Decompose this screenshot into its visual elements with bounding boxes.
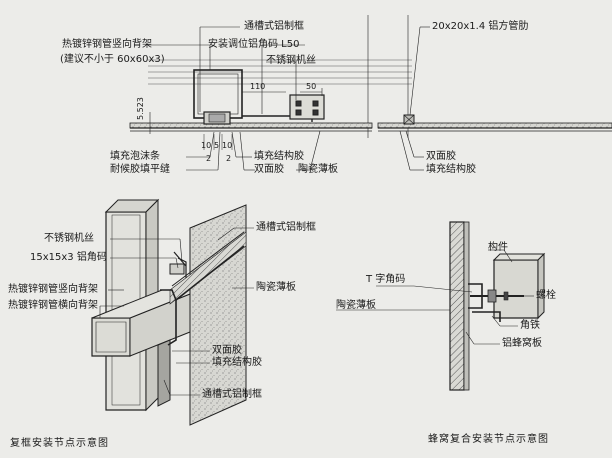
label-left-channel-frame-bottom: 通槽式铝制框 [202, 389, 262, 400]
label-honeycomb-panel: 铝蜂窝板 [502, 338, 542, 349]
label-left-angle-code: 15x15x3 铝角码 [30, 252, 107, 263]
top-section-detail [129, 15, 612, 171]
label-left-galv-horizontal: 热镀锌钢管横向背架 [8, 300, 98, 311]
label-weather-seal: 耐候胶填平缝 [110, 164, 170, 175]
label-t-code: T 字角码 [366, 274, 406, 285]
label-double-tape: 双面胶 [254, 164, 284, 175]
label-left-double-tape: 双面胶 [212, 345, 242, 356]
dim-10a: 10 [201, 141, 212, 150]
label-adjust-code: 安装调位铝角码 L50 [208, 39, 300, 50]
label-galv-vertical: 热镀锌钢管竖向背架 [62, 39, 152, 50]
angle-code-l50 [289, 94, 325, 120]
label-left-stainless-wire: 不锈钢机丝 [44, 233, 94, 244]
label-component: 构件 [488, 242, 508, 253]
dim-10b: 10 [222, 141, 233, 150]
label-channel-frame: 通槽式铝制框 [244, 21, 304, 32]
left-3d-detail [91, 198, 254, 426]
label-struct-glue-right: 填充结构胶 [426, 164, 476, 175]
galvanized-vertical-tube [193, 69, 243, 119]
dim-50: 50 [306, 82, 317, 91]
label-left-channel-frame: 通槽式铝制框 [256, 222, 316, 233]
label-left-struct-glue: 填充结构胶 [212, 357, 262, 368]
label-left-galv-vertical: 热镀锌钢管竖向背架 [8, 284, 98, 295]
caption-honeycomb-node: 蜂窝复合安装节点示意图 [428, 434, 549, 445]
label-double-tape-right: 双面胶 [426, 151, 456, 162]
label-stainless-wire: 不锈钢机丝 [266, 55, 316, 66]
caption-frame-node: 复框安装节点示意图 [10, 438, 109, 449]
label-bolt: 螺栓 [536, 290, 556, 301]
label-right-ceramic-panel: 陶瓷薄板 [336, 300, 376, 311]
dim-5523: 5.523 [136, 97, 145, 120]
ceramic-panel-3d [189, 204, 247, 426]
dim-2a: 2 [206, 154, 212, 163]
right-honeycomb-detail [336, 221, 546, 391]
label-ceramic-panel: 陶瓷薄板 [298, 164, 338, 175]
dim-2b: 2 [226, 154, 232, 163]
label-left-ceramic-panel: 陶瓷薄板 [256, 282, 296, 293]
label-square-rib: 20x20x1.4 铝方管肋 [432, 21, 529, 32]
label-size-advice: (建议不小于 60x60x3) [60, 54, 165, 65]
ceramic-panel-section [129, 122, 373, 129]
label-foam-strip: 填充泡沫条 [110, 151, 160, 162]
dim-5: 5 [214, 141, 220, 150]
label-struct-glue: 填充结构胶 [254, 151, 304, 162]
dim-110: 110 [250, 82, 266, 91]
label-angle-iron: 角铁 [520, 320, 540, 331]
